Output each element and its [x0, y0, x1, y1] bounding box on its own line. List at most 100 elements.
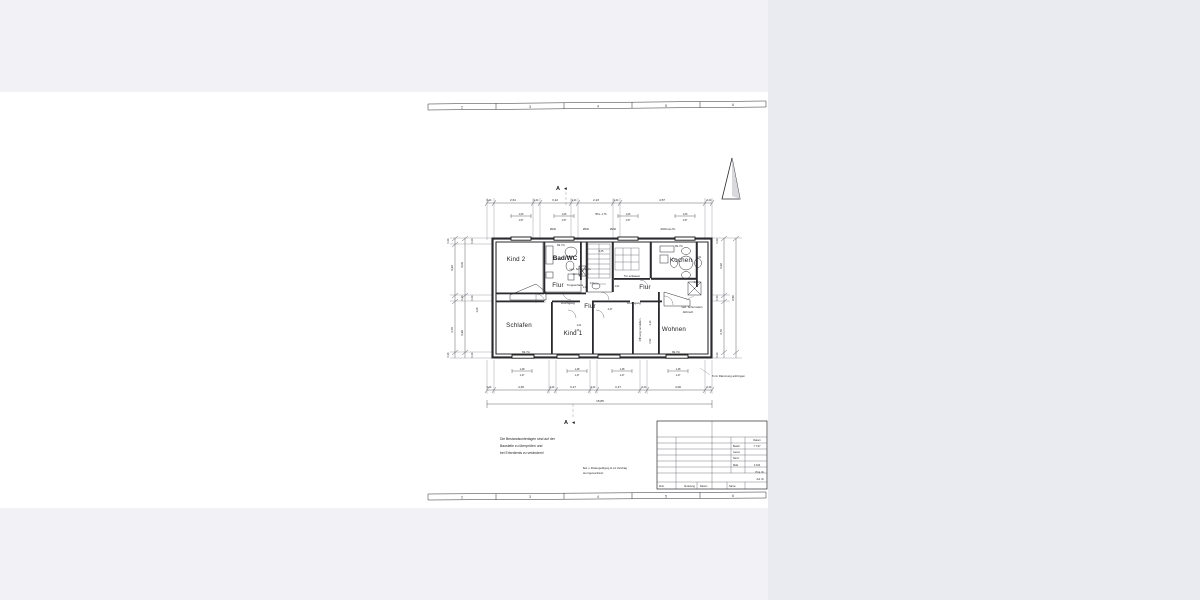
svg-text:0,24: 0,24	[707, 386, 712, 389]
svg-text:1,26: 1,26	[575, 329, 580, 332]
bottom-scale-ruler: 2 3 4 5 6	[427, 491, 767, 501]
room-label-flur-r: Flur	[639, 284, 650, 291]
svg-text:1,47: 1,47	[575, 374, 580, 377]
svg-text:◂: ◂	[564, 186, 567, 192]
annotation-vert-schornstein-1: vert. Schornstein	[570, 267, 591, 271]
svg-text:1,47: 1,47	[676, 374, 681, 377]
svg-text:1,01: 1,01	[577, 324, 582, 327]
svg-text:6: 6	[732, 102, 735, 107]
svg-text:0,24: 0,24	[471, 352, 474, 357]
annotation-treppenhaus: Treppenhaus	[567, 283, 584, 287]
corridor-outline	[509, 283, 691, 307]
svg-text:0,24: 0,24	[716, 238, 719, 243]
svg-text:0,92: 0,92	[649, 338, 652, 343]
svg-text:0,24: 0,24	[572, 199, 577, 202]
note-sub-line-1: Bed. u. Rückengeültigung ist nur Vorschl…	[583, 467, 628, 470]
title-block-col-header: Datum	[753, 439, 760, 442]
annotation-tuer-einbauen: Tür einbauen	[624, 274, 641, 278]
svg-text:0,24: 0,24	[716, 295, 719, 300]
building-walls	[491, 237, 713, 359]
bottom-dimension-chain: 0,24 4,30 0,24 3,17 0,24 3,17 0,24 4,00 …	[484, 360, 715, 394]
annotation-vert-schornstein-2: vert. Schornstein	[682, 305, 703, 309]
svg-text:0,25: 0,25	[599, 250, 604, 253]
svg-text:0,24: 0,24	[591, 386, 596, 389]
section-marker-bottom: A ◂	[564, 404, 575, 426]
svg-text:1,41: 1,41	[694, 281, 699, 284]
svg-text:4,76: 4,76	[719, 329, 723, 335]
svg-text:1,57: 1,57	[562, 219, 567, 222]
svg-text:1,48: 1,48	[676, 368, 681, 371]
bottom-opening-dimensions: 1,48 1,47 1,48 1,47 1,48 1,47 1,48 1,47	[511, 368, 689, 377]
section-marker-top: A ◂	[556, 186, 567, 206]
svg-text:Ø100: Ø100	[550, 228, 557, 231]
svg-text:0,24: 0,24	[471, 238, 474, 243]
title-block-mass-value: 1:100	[754, 464, 761, 467]
title-block-footer-zust: Zust.	[659, 485, 665, 488]
title-block-footer-name: Name	[729, 485, 736, 488]
svg-text:1,47: 1,47	[620, 374, 625, 377]
title-block-date-value: 7.7.97	[754, 445, 762, 448]
svg-text:1,01: 1,01	[590, 282, 595, 285]
right-gutter	[768, 0, 1200, 600]
title-block-footer-datum: Datum	[700, 485, 707, 488]
svg-text:2: 2	[461, 495, 464, 500]
svg-text:3,17: 3,17	[570, 385, 576, 389]
svg-text:9,50: 9,50	[731, 295, 735, 301]
annotation-abbruch-2: Abbruch	[683, 310, 694, 314]
svg-text:2: 2	[461, 105, 464, 110]
revision-note: Die Bestandsunterlagen sind auf der Baus…	[500, 437, 628, 475]
title-block-label-bearb: Bearb.	[733, 445, 741, 448]
floor-plan-drawing: 2 3 4 5 6 2 3 4 5 6 A ◂ A ◂	[427, 100, 768, 501]
annotation-bk-ho-2: Bk. Hö	[675, 245, 683, 248]
svg-text:Ø100: Ø100	[583, 228, 590, 231]
svg-text:1,01: 1,01	[697, 256, 702, 259]
overall-width-label: 15,85	[596, 399, 604, 403]
svg-text:1,47: 1,47	[520, 374, 525, 377]
room-label-kind1: Kind 1	[564, 330, 583, 337]
annotation-bk-ho-1: Bk. Hö	[557, 244, 565, 247]
svg-text:3,92: 3,92	[719, 263, 723, 269]
overall-width-dimension: 15,85	[486, 399, 713, 408]
top-scale-ruler: 2 3 4 5 6	[427, 100, 767, 111]
annotation-daemmung: 8 cm Dämmung anbringen	[712, 374, 745, 378]
room-label-flur-o: Flur	[552, 282, 563, 289]
svg-text:4,57: 4,57	[659, 198, 665, 202]
svg-text:3,92: 3,92	[450, 265, 454, 271]
svg-text:1,48: 1,48	[575, 368, 580, 371]
svg-text:1,06: 1,06	[626, 213, 631, 216]
svg-text:4,30: 4,30	[518, 385, 524, 389]
svg-text:4,47: 4,47	[608, 308, 613, 311]
svg-text:1,48: 1,48	[520, 368, 525, 371]
room-label-kind2: Kind 2	[507, 256, 526, 263]
svg-text:5: 5	[665, 493, 668, 498]
svg-text:3: 3	[529, 104, 532, 109]
svg-text:1,06: 1,06	[562, 213, 567, 216]
svg-text:0,24: 0,24	[550, 386, 555, 389]
svg-text:A: A	[564, 420, 568, 426]
note-line-3: bei Erfordernis zu verändern!	[500, 451, 544, 455]
svg-text:0,24: 0,24	[447, 352, 450, 357]
svg-text:4,00: 4,00	[675, 385, 681, 389]
interior-dimensions: 4,47 1,01 1,26 0,25 1,01 1,26 1,10 0,92 …	[575, 250, 702, 343]
annotation-bk-ho-4: Bk. Hö	[672, 351, 680, 354]
svg-text:Ø100 aus HL: Ø100 aus HL	[661, 228, 676, 231]
chimney-hatches	[578, 265, 702, 296]
svg-text:4: 4	[597, 103, 600, 108]
drawing-sheet	[0, 0, 768, 600]
svg-text:0,24: 0,24	[487, 199, 492, 202]
svg-text:3,17: 3,17	[615, 385, 621, 389]
annotation-durchgang-left: Durchgang	[561, 301, 575, 305]
title-block: Datum Bearb. 7.7.97 Gezei. Norm Maß. 1:1…	[656, 420, 768, 490]
svg-text:1,26: 1,26	[583, 286, 588, 289]
svg-text:0,24: 0,24	[471, 295, 474, 300]
svg-text:3,06: 3,06	[460, 262, 464, 268]
doors	[535, 279, 674, 319]
title-block-label-norm: Norm	[733, 457, 739, 460]
north-arrow	[721, 157, 741, 200]
svg-text:0,24: 0,24	[614, 199, 619, 202]
svg-text:0,24: 0,24	[534, 199, 539, 202]
room-label-flur-m: Flur	[584, 303, 595, 310]
title-block-proj-label: Proj. Nr	[756, 471, 765, 474]
svg-text:1,06: 1,06	[519, 213, 524, 216]
svg-text:6: 6	[732, 493, 735, 498]
